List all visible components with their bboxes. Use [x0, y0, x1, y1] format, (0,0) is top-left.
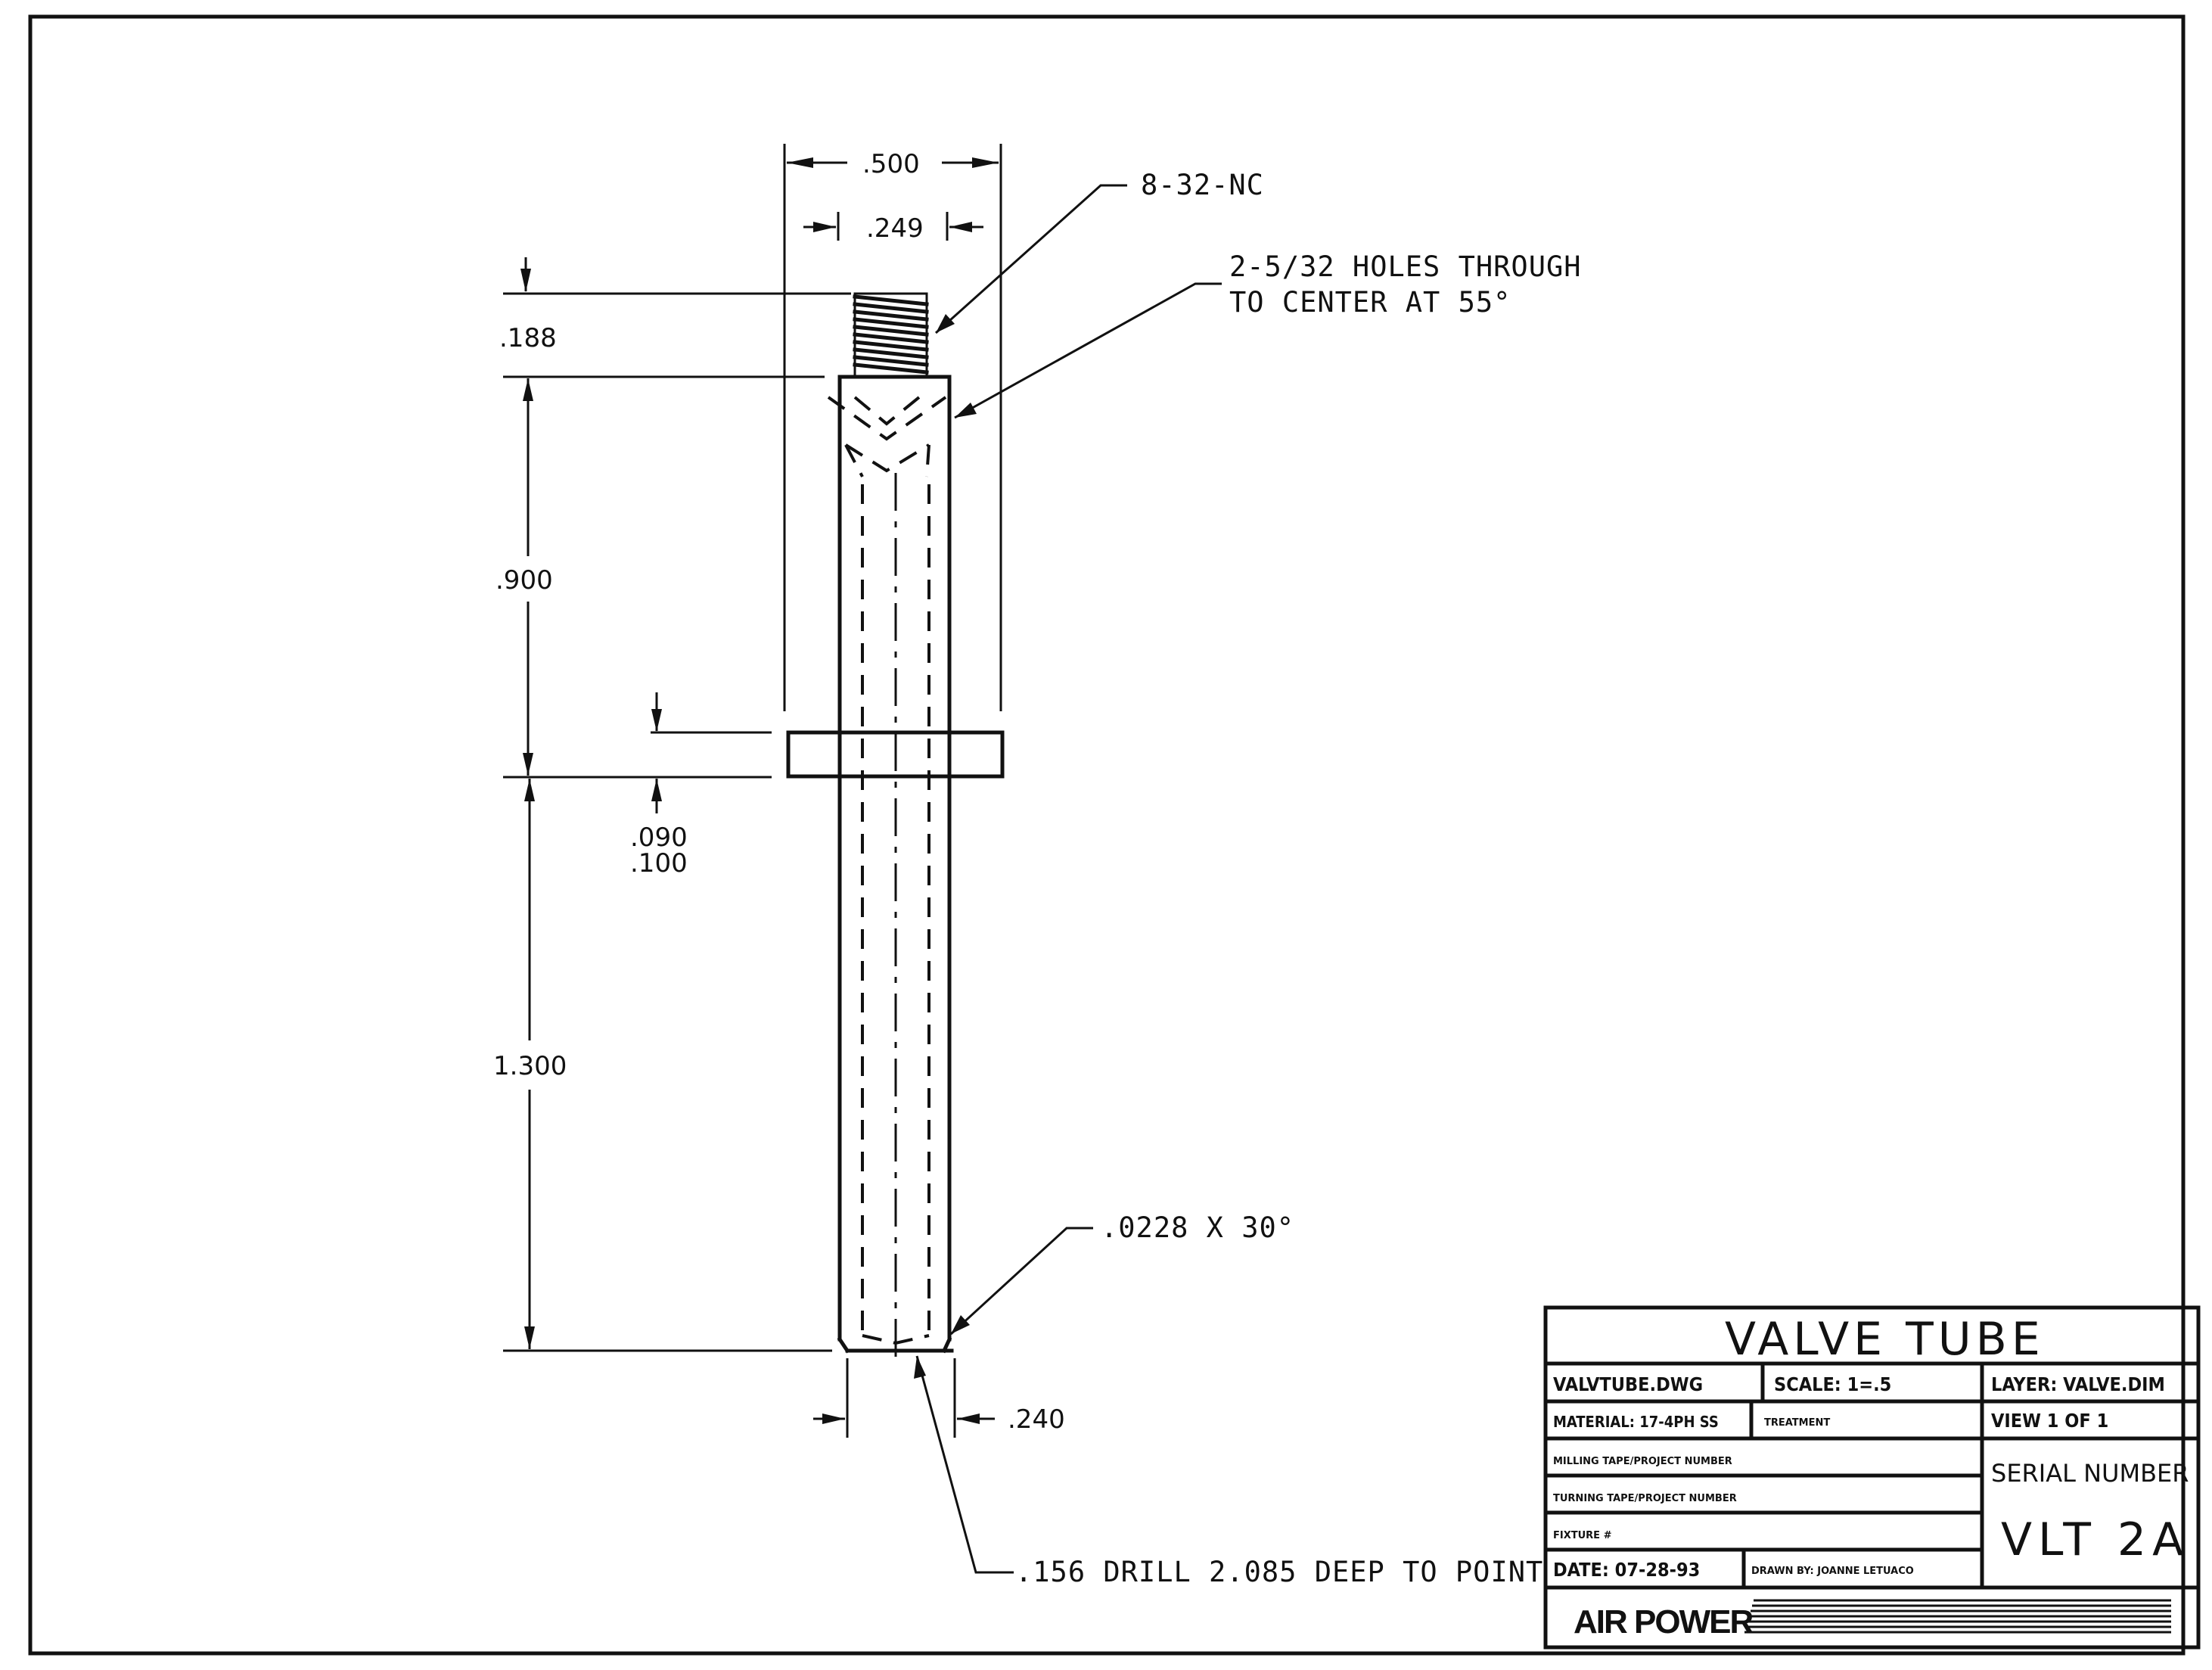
note-drill: .156 DRILL 2.085 DEEP TO POINT — [1015, 1556, 1543, 1588]
air-power-logo-stripes — [1744, 1599, 2171, 1634]
dim-thread-width: .249 — [866, 213, 924, 244]
sheet-border — [28, 14, 2186, 1656]
cross-holes-hidden — [827, 396, 947, 477]
title-block-treatment: TREATMENT — [1764, 1417, 1830, 1429]
note-holes-line1: 2-5/32 HOLES THROUGH — [1229, 250, 1582, 283]
head-outline — [837, 375, 952, 1342]
air-power-logo: AIR POWER — [1574, 1603, 1753, 1640]
title-block-layer: LAYER: VALVE.DIM — [1991, 1373, 2165, 1395]
dim-tip-width: .240 — [1008, 1404, 1065, 1435]
title-block-drawn-by: DRAWN BY: JOANNE LETUACO — [1751, 1566, 1914, 1577]
thread-section — [853, 292, 929, 378]
title-block — [1543, 1305, 2201, 1650]
note-thread: 8-32-NC — [1141, 169, 1264, 201]
dim-upper-length: .900 — [496, 565, 553, 596]
valve-tube-part — [786, 292, 1005, 1358]
title-block-turning: TURNING TAPE/PROJECT NUMBER — [1553, 1493, 1737, 1504]
dim-flange-max: .100 — [630, 848, 688, 879]
note-chamfer: .0228 X 30° — [1101, 1211, 1294, 1244]
title-block-material: MATERIAL: 17-4PH SS — [1553, 1413, 1719, 1431]
title-block-title: VALVE TUBE — [1725, 1313, 2045, 1366]
tube-tip — [837, 1336, 954, 1354]
title-block-serial-label: SERIAL NUMBER — [1991, 1459, 2189, 1488]
title-block-view: VIEW 1 OF 1 — [1991, 1410, 2108, 1432]
dim-thread-length: .188 — [499, 323, 557, 353]
dimension-lines — [503, 144, 1222, 1574]
title-block-fixture: FIXTURE # — [1553, 1530, 1612, 1541]
dim-lower-length: 1.300 — [493, 1051, 567, 1081]
title-block-date: DATE: 07-28-93 — [1553, 1559, 1700, 1581]
title-block-file: VALVTUBE.DWG — [1553, 1373, 1703, 1395]
title-block-scale: SCALE: 1=.5 — [1774, 1373, 1891, 1395]
title-block-serial-value: VLT 2A — [2001, 1513, 2189, 1566]
flange — [786, 730, 1005, 779]
note-holes-line2: TO CENTER AT 55° — [1229, 286, 1511, 319]
title-block-milling: MILLING TAPE/PROJECT NUMBER — [1553, 1456, 1732, 1467]
dim-flange-min: .090 — [630, 823, 688, 853]
dim-outer-width: .500 — [862, 149, 920, 179]
